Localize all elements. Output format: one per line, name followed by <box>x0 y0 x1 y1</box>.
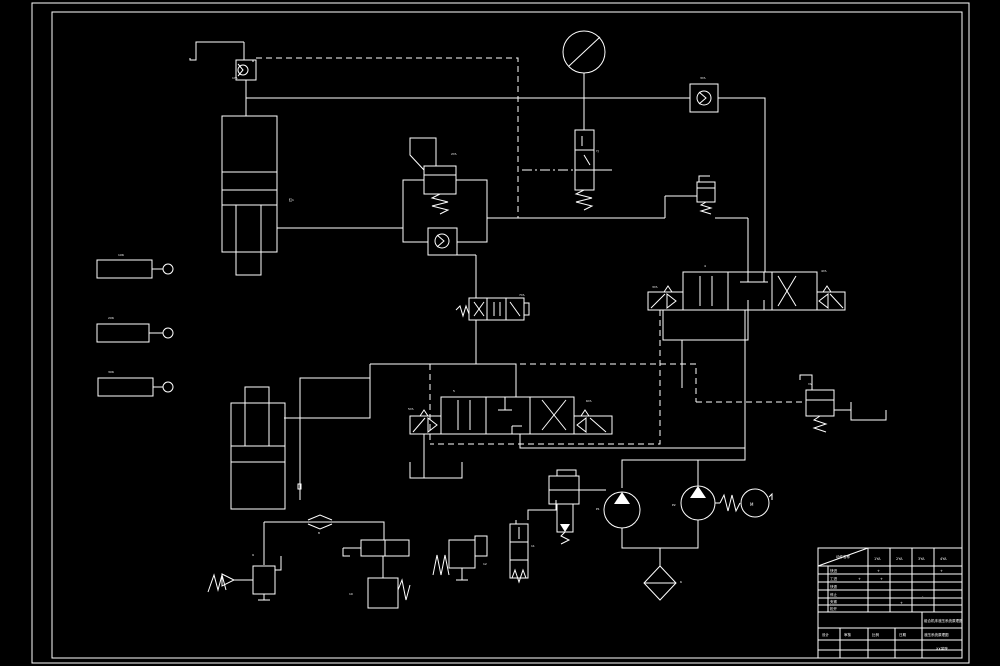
label-right-check-valve: 3YA <box>700 76 707 80</box>
inner-frame <box>51 11 963 659</box>
lower-tank <box>409 462 463 479</box>
tb-mark-5: + <box>880 577 883 581</box>
travel-switch-2: 2XK <box>96 316 174 343</box>
tb-school: XX学院 <box>936 646 948 651</box>
lower-left-valve: 9 <box>207 553 282 601</box>
tb-header-3: 3YA <box>918 557 925 561</box>
tb-footer-3: 日期 <box>899 632 907 637</box>
label-lower-relief-valve: 10 <box>349 592 353 596</box>
tb-row-5: 松开 <box>830 606 838 611</box>
tb-row-1: 工进 <box>830 576 838 581</box>
pump-1: P1 <box>596 491 641 529</box>
outer-frame <box>31 2 970 664</box>
pilot-line-right <box>430 363 697 402</box>
center-relief-valve: 12 <box>432 535 488 581</box>
pump-2: P2 <box>672 485 741 521</box>
label-pump-1: P1 <box>596 507 600 511</box>
label-upper-valve: 4 <box>704 264 706 268</box>
tb-header-0: 动作名称 <box>836 554 850 559</box>
tb-row-0: 快进 <box>830 568 838 573</box>
center-check-valve <box>427 227 458 256</box>
label-tank: 6 <box>680 580 682 584</box>
label-right-relief-valve: YA <box>808 382 813 386</box>
tb-footer-2: 比例 <box>872 632 880 637</box>
label-travel-switch-2: 2XK <box>108 316 115 320</box>
lower-relief-valve: 10 <box>342 539 411 609</box>
pressure-gauge <box>562 30 606 74</box>
pressure-switch: YJ <box>574 129 599 211</box>
travel-switch-3: 3XK <box>97 370 174 397</box>
label-lower-valve: 5 <box>453 389 455 393</box>
tb-footer-0: 设计 <box>822 632 830 637</box>
label-small-valve: 7YA <box>519 293 526 297</box>
tb-mark-4: - <box>922 594 924 598</box>
tb-header-1: 1YA <box>874 557 881 561</box>
oil-tank-filter: 6 <box>643 565 682 601</box>
travel-switch-1: 1XK <box>96 253 174 279</box>
label-throttle: 8 <box>318 531 320 535</box>
tb-drawing-title: 组合机床液压系统原理图 <box>924 618 963 623</box>
tb-row-2: 快退 <box>830 584 838 589</box>
lower-cylinder <box>230 386 286 510</box>
small-directional-valve: 7YA <box>455 293 530 321</box>
label-left-cylinder: 缸1 <box>289 197 294 202</box>
tb-header-4: 4YA <box>940 557 947 561</box>
label-upper-right-solenoid: 4YA <box>821 269 828 273</box>
lower-directional-valve: 5 5YA 6YA <box>408 389 613 435</box>
label-vertical-valve: 11 <box>531 544 535 548</box>
label-travel-switch-1: 1XK <box>118 253 125 257</box>
small-right-relief <box>696 175 716 215</box>
tb-mark-3: + <box>900 601 903 605</box>
tb-header-2: 2YA <box>896 557 903 561</box>
right-check-valve: 3YA <box>689 76 719 113</box>
vertical-valve: 11 <box>509 523 535 584</box>
motor: M <box>740 488 773 518</box>
top-check-valve: 1YA <box>232 59 257 81</box>
label-upper-left-solenoid: 3YA <box>652 285 659 289</box>
tb-mark-1: + <box>858 577 861 581</box>
left-cylinder: 缸1 <box>221 115 294 276</box>
top-tank-symbol <box>189 41 245 61</box>
pilot-line-top <box>256 57 519 218</box>
label-relief-valve: 2YA <box>451 152 458 156</box>
upper-directional-valve: 4 3YA 4YA <box>647 264 846 311</box>
tb-drawing-subtitle: 液压系统原理图 <box>924 632 949 637</box>
pump-relief-valve <box>548 469 606 545</box>
tb-row-4: 夹紧 <box>830 599 838 604</box>
relief-valve: 2YA <box>409 137 458 215</box>
tb-mark-0: + <box>877 569 880 573</box>
label-travel-switch-3: 3XK <box>108 370 115 374</box>
tb-row-3: 停止 <box>830 592 838 597</box>
label-lower-right-solenoid: 6YA <box>586 399 593 403</box>
label-lower-left-solenoid: 5YA <box>408 407 415 411</box>
pilot-line-mid <box>430 310 661 445</box>
label-pressure-switch: YJ <box>596 149 599 153</box>
right-relief-valve: YA <box>799 374 887 433</box>
label-lower-left-valve: 9 <box>252 553 254 557</box>
label-center-relief-valve: 12 <box>483 562 487 566</box>
tb-footer-1: 审核 <box>844 632 852 637</box>
label-pump-2: P2 <box>672 503 676 507</box>
throttle-valve: 8 <box>307 514 333 535</box>
title-block: 动作名称 1YA 2YA 3YA 4YA 快进 工进 快退 停止 夹紧 松开 +… <box>817 547 963 659</box>
label-top-check-valve: 1YA <box>232 76 239 80</box>
label-motor: M <box>750 502 754 507</box>
tb-mark-2: + <box>940 569 943 573</box>
